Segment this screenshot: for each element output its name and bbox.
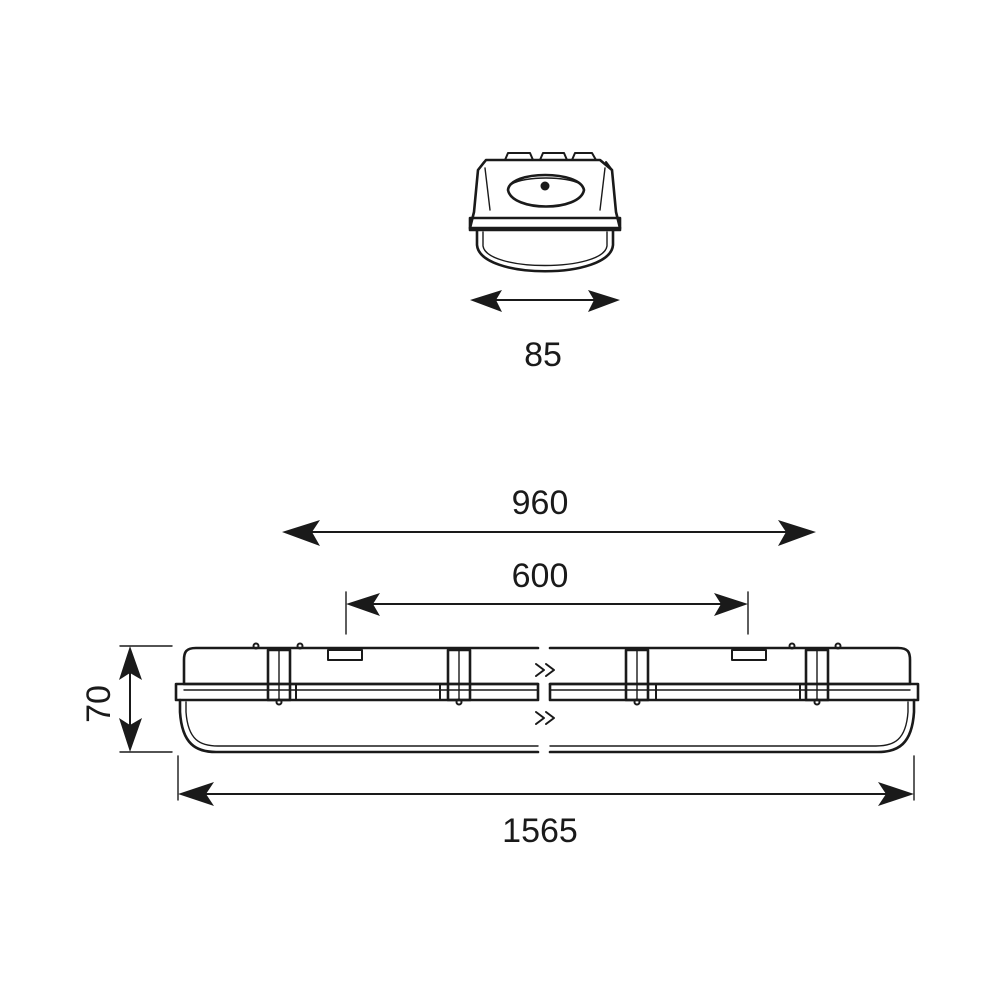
width-dimension-label: 85: [524, 336, 562, 374]
width-dimension: [470, 290, 620, 312]
height-dimension-label: 70: [80, 685, 118, 723]
outer-span-dimension: [282, 520, 816, 546]
inner-span-label: 600: [512, 557, 569, 595]
height-dimension: [119, 645, 173, 753]
outer-span-label: 960: [512, 484, 569, 522]
side-view-left-half: [174, 642, 540, 754]
overall-length-label: 1565: [502, 812, 578, 850]
overall-length-dimension: [177, 755, 915, 806]
end-view: [468, 152, 622, 273]
inner-span-dimension: [345, 591, 749, 635]
break-marks: [535, 663, 555, 725]
side-view-right-half: [548, 642, 920, 754]
cable-entry-icon: [540, 181, 550, 191]
side-view: [174, 642, 920, 754]
